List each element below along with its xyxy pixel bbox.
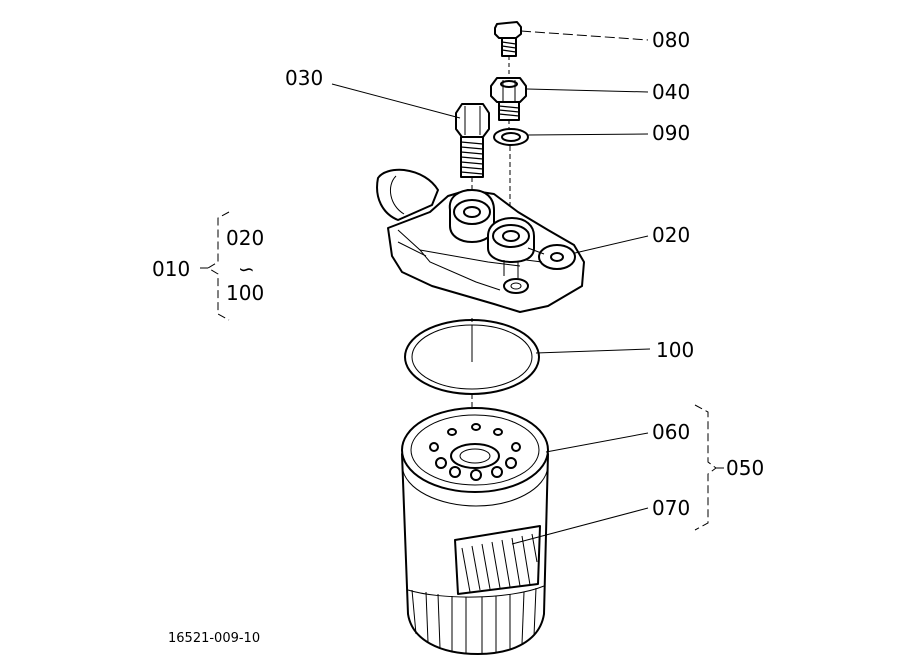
label-plate-070	[454, 525, 541, 595]
label-050: 050	[726, 456, 764, 480]
filter-head-020	[376, 168, 585, 313]
label-070: 070	[652, 496, 690, 520]
leader-020	[574, 235, 649, 254]
label-030: 030	[285, 66, 323, 90]
leader-080	[520, 30, 649, 41]
label-090: 090	[652, 121, 690, 145]
leader-040	[526, 88, 649, 93]
label-080: 080	[652, 28, 690, 52]
label-060: 060	[652, 420, 690, 444]
label-020-range: 020	[226, 226, 264, 250]
o-ring-100	[404, 318, 540, 430]
bolt-080	[494, 21, 522, 76]
fitting-040	[490, 77, 527, 128]
bracket-010	[200, 211, 230, 321]
label-range-separator: ∽	[238, 257, 255, 281]
bolt-030	[455, 103, 490, 206]
bracket-050	[694, 404, 724, 531]
leader-100	[535, 348, 651, 354]
label-010: 010	[152, 257, 190, 281]
label-040: 040	[652, 80, 690, 104]
drawing-number: 16521-009-10	[168, 631, 260, 646]
leader-070	[511, 507, 649, 545]
leader-090	[527, 133, 649, 136]
leader-lines	[331, 30, 651, 545]
filter-cartridge-050	[401, 407, 549, 655]
label-020: 020	[652, 223, 690, 247]
leader-030	[331, 83, 461, 119]
label-100: 100	[656, 338, 694, 362]
washer-090	[493, 128, 529, 228]
leader-060	[545, 432, 649, 453]
label-100-range: 100	[226, 281, 264, 305]
